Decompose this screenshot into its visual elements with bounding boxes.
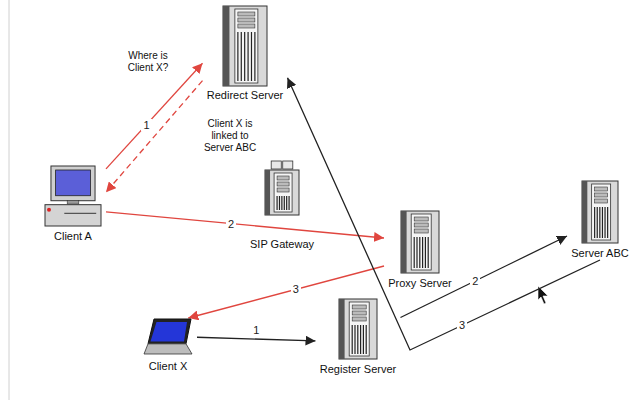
step-number: 3: [291, 283, 301, 295]
message-arrow: [197, 337, 316, 341]
network-device: SIP Gateway: [246, 160, 318, 251]
desktop-icon: [44, 165, 102, 227]
server-icon: [400, 210, 440, 274]
network-device: Register Server: [316, 298, 401, 376]
message-arrow: [288, 78, 601, 350]
step-number: 2: [470, 275, 480, 287]
device-label: SIP Gateway: [250, 238, 314, 251]
dashed-arrow: [106, 81, 203, 193]
device-label: Client A: [44, 230, 102, 243]
network-device: Client A: [40, 165, 106, 243]
message-note: Client X is linked to Server ABC: [203, 118, 257, 154]
device-label: Server ABC: [571, 247, 629, 260]
network-device: Redirect Server: [203, 5, 288, 102]
gateway-icon: [264, 160, 300, 216]
step-number: 1: [251, 324, 261, 336]
message-note: Where is Client X?: [118, 50, 178, 74]
step-number: 2: [226, 218, 236, 230]
step-number: 1: [141, 119, 151, 131]
network-device: Client X: [139, 318, 197, 373]
device-label: Register Server: [320, 363, 397, 376]
network-device: Proxy Server: [384, 210, 456, 290]
laptop-icon: [143, 318, 193, 356]
server-icon: [222, 5, 268, 87]
device-label: Redirect Server: [207, 89, 284, 102]
message-arrow: [106, 212, 384, 238]
device-label: Client X: [143, 360, 193, 373]
step-number: 3: [457, 319, 467, 331]
device-label: Proxy Server: [388, 277, 452, 290]
frame-line: [9, 0, 10, 400]
server-icon: [581, 180, 619, 244]
message-arrow: [106, 63, 203, 169]
network-device: Server ABC: [567, 180, 633, 260]
message-arrow: [401, 236, 568, 318]
server-icon: [338, 298, 378, 360]
